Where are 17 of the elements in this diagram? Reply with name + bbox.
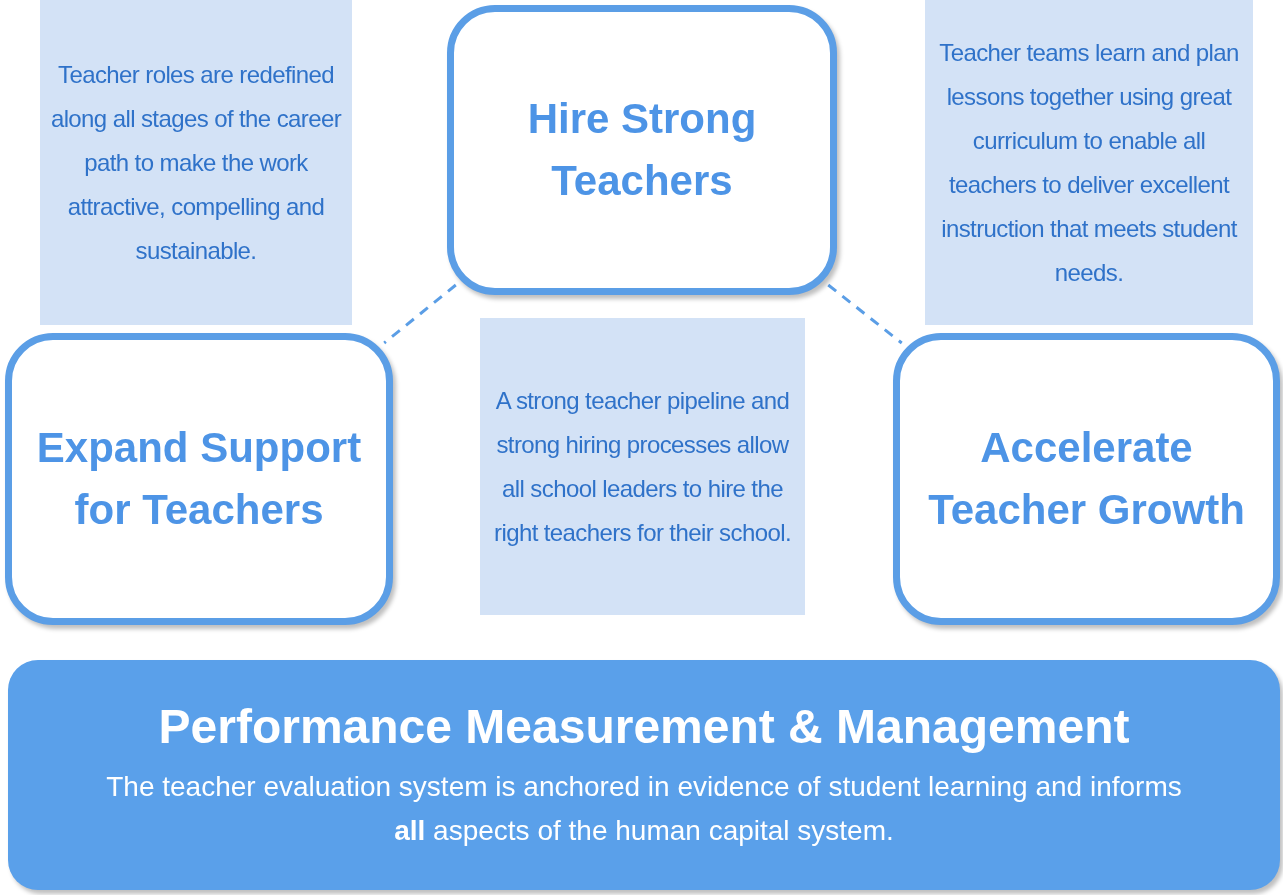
- dashed-connector: [383, 283, 457, 345]
- rounded-box: [5, 333, 393, 625]
- text-panel: [925, 0, 1253, 325]
- box-title: Expand Support for Teachers: [35, 423, 363, 535]
- rounded-box: [447, 5, 837, 295]
- text-panel: [40, 0, 352, 325]
- description-text: Teacher teams learn and plan lessons together using great curriculum to enable all teachers to deliver excellent instruction that meets student needs.: [938, 37, 1240, 288]
- banner: [8, 660, 1280, 890]
- box-title: Accelerate Teacher Growth: [927, 423, 1246, 535]
- box-title: Hire Strong Teachers: [526, 94, 758, 206]
- description-text: Teacher roles are redefined along all stages of the career path to make the work attractive, compelling and sustainable.: [49, 59, 343, 266]
- text-panel: [480, 318, 805, 615]
- banner-text: The teacher evaluation system is anchored in evidence of student learning and informs all aspects of the human capital system.: [105, 770, 1183, 848]
- dashed-connector: [827, 283, 903, 345]
- banner-heading: Performance Measurement & Management: [158, 699, 1130, 755]
- description-text: A strong teacher pipeline and strong hiring processes allow all school leaders to hire the right teachers for their school.: [493, 385, 792, 548]
- rounded-box: [893, 333, 1280, 625]
